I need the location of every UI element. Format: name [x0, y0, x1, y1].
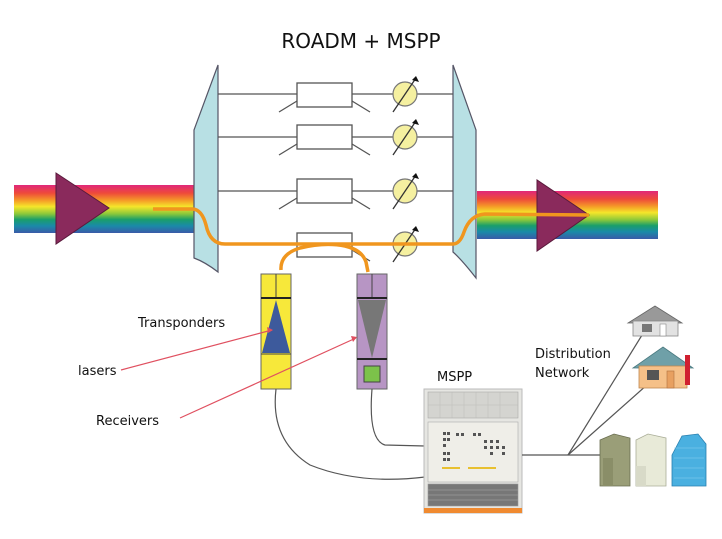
transponders-label: Transponders	[137, 316, 225, 331]
variable-attenuator-icon	[392, 173, 419, 210]
transponder-cable	[274, 388, 426, 480]
building-icon	[635, 433, 667, 487]
variable-attenuator-icon	[392, 119, 419, 156]
variable-attenuator-icon	[392, 76, 419, 113]
house-icon	[626, 305, 684, 337]
transponder-laser	[260, 273, 292, 390]
receivers-label: Receivers	[96, 414, 159, 429]
home-link-2	[567, 383, 649, 456]
mspp-chassis-icon	[423, 388, 523, 514]
lasers-pointer	[120, 329, 273, 371]
lasers-label: lasers	[78, 364, 117, 379]
demux-panel	[193, 64, 219, 274]
add-drop-fiber-path	[279, 242, 370, 273]
receiver-cable	[370, 388, 426, 447]
building-icon	[671, 433, 707, 487]
building-icon	[599, 433, 631, 487]
distribution-label-line1: Distribution	[535, 347, 611, 362]
transponder-receiver	[356, 273, 388, 390]
mspp-label: MSPP	[437, 370, 472, 385]
diagram-title: ROADM + MSPP	[281, 29, 440, 53]
amplifier-triangle-icon	[55, 172, 110, 245]
channel-rows	[218, 82, 453, 262]
distribution-label-line2: Network	[535, 366, 590, 381]
house-icon	[631, 346, 695, 389]
receivers-pointer	[179, 337, 357, 419]
mux-panel	[452, 64, 477, 280]
home-link-1	[567, 326, 648, 456]
